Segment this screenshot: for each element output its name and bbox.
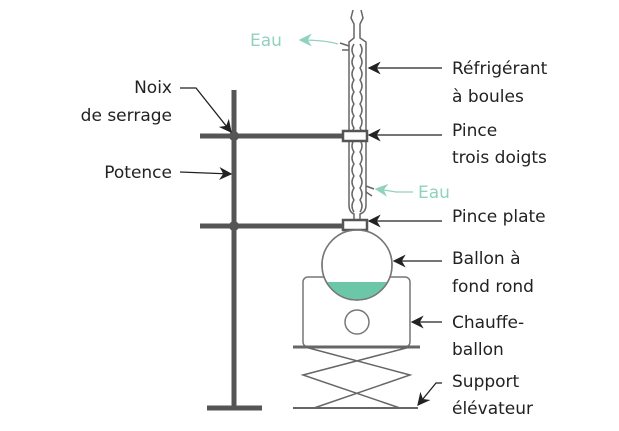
label-elevateur: élévateur xyxy=(452,399,533,419)
label-ballon: Ballon à xyxy=(452,249,521,269)
label-potence: Potence xyxy=(104,163,172,183)
ballon-a-fond-rond xyxy=(321,229,393,301)
label-eau-entree: Eau xyxy=(418,183,450,203)
label-a-boules: à boules xyxy=(452,87,524,107)
pince-trois-doigts xyxy=(341,129,369,143)
noix-de-serrage-2 xyxy=(229,221,239,231)
label-chauffe: Chauffe- xyxy=(452,313,524,333)
label-support: Support xyxy=(452,372,520,392)
pince-plate xyxy=(341,218,369,232)
noix-de-serrage xyxy=(229,131,239,141)
label-pince-plate: Pince plate xyxy=(452,207,546,227)
water-arrows xyxy=(298,33,413,197)
label-de-serrage: de serrage xyxy=(81,106,172,126)
label-ballon-heater: ballon xyxy=(452,340,504,360)
label-fond-rond: fond rond xyxy=(452,277,534,297)
potence-stand xyxy=(200,90,345,411)
support-elevateur xyxy=(293,345,420,409)
label-pince: Pince xyxy=(452,121,497,141)
heater-knob xyxy=(344,309,370,335)
label-arrows xyxy=(179,61,442,407)
label-trois-doigts: trois doigts xyxy=(452,148,547,168)
label-noix: Noix xyxy=(134,78,172,98)
label-refrigerant: Réfrigérant xyxy=(452,59,548,79)
label-eau-sortie: Eau xyxy=(250,31,282,51)
refrigerant-a-boules xyxy=(339,9,375,222)
